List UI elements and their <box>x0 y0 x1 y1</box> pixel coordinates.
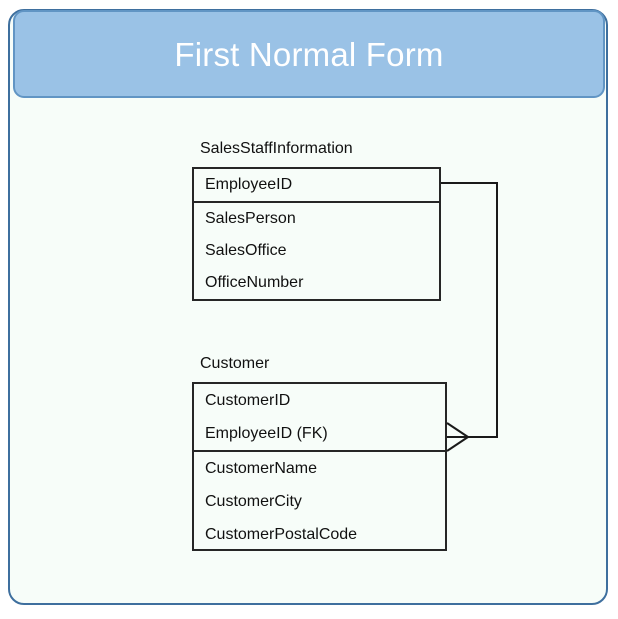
attribute-row[interactable]: CustomerPostalCode <box>205 525 358 543</box>
attribute-row[interactable]: CustomerCity <box>205 492 302 510</box>
attribute-section: SalesPerson SalesOffice OfficeNumber <box>194 203 439 299</box>
entity-name-label: Customer <box>200 355 270 372</box>
entity-name-label: SalesStaffInformation <box>200 140 353 157</box>
attribute-row[interactable]: SalesOffice <box>205 242 287 259</box>
primary-key-section: EmployeeID <box>194 169 439 203</box>
attribute-row-key[interactable]: CustomerID <box>205 391 291 409</box>
attribute-row[interactable]: OfficeNumber <box>205 274 304 291</box>
attribute-row-key[interactable]: EmployeeID <box>205 176 293 193</box>
page-title: First Normal Form <box>174 35 444 73</box>
entity-box: EmployeeID SalesPerson SalesOffice Offic… <box>192 167 441 301</box>
attribute-section: CustomerName CustomerCity CustomerPostal… <box>194 452 445 551</box>
primary-key-section: CustomerID EmployeeID (FK) <box>194 384 445 452</box>
attribute-row-foreign-key[interactable]: EmployeeID (FK) <box>205 424 328 442</box>
attribute-row[interactable]: SalesPerson <box>205 210 296 227</box>
diagram-title-banner: First Normal Form <box>13 10 605 98</box>
attribute-row[interactable]: CustomerName <box>205 459 318 477</box>
diagram-canvas <box>8 9 608 605</box>
entity-box: CustomerID EmployeeID (FK) CustomerName … <box>192 382 447 551</box>
